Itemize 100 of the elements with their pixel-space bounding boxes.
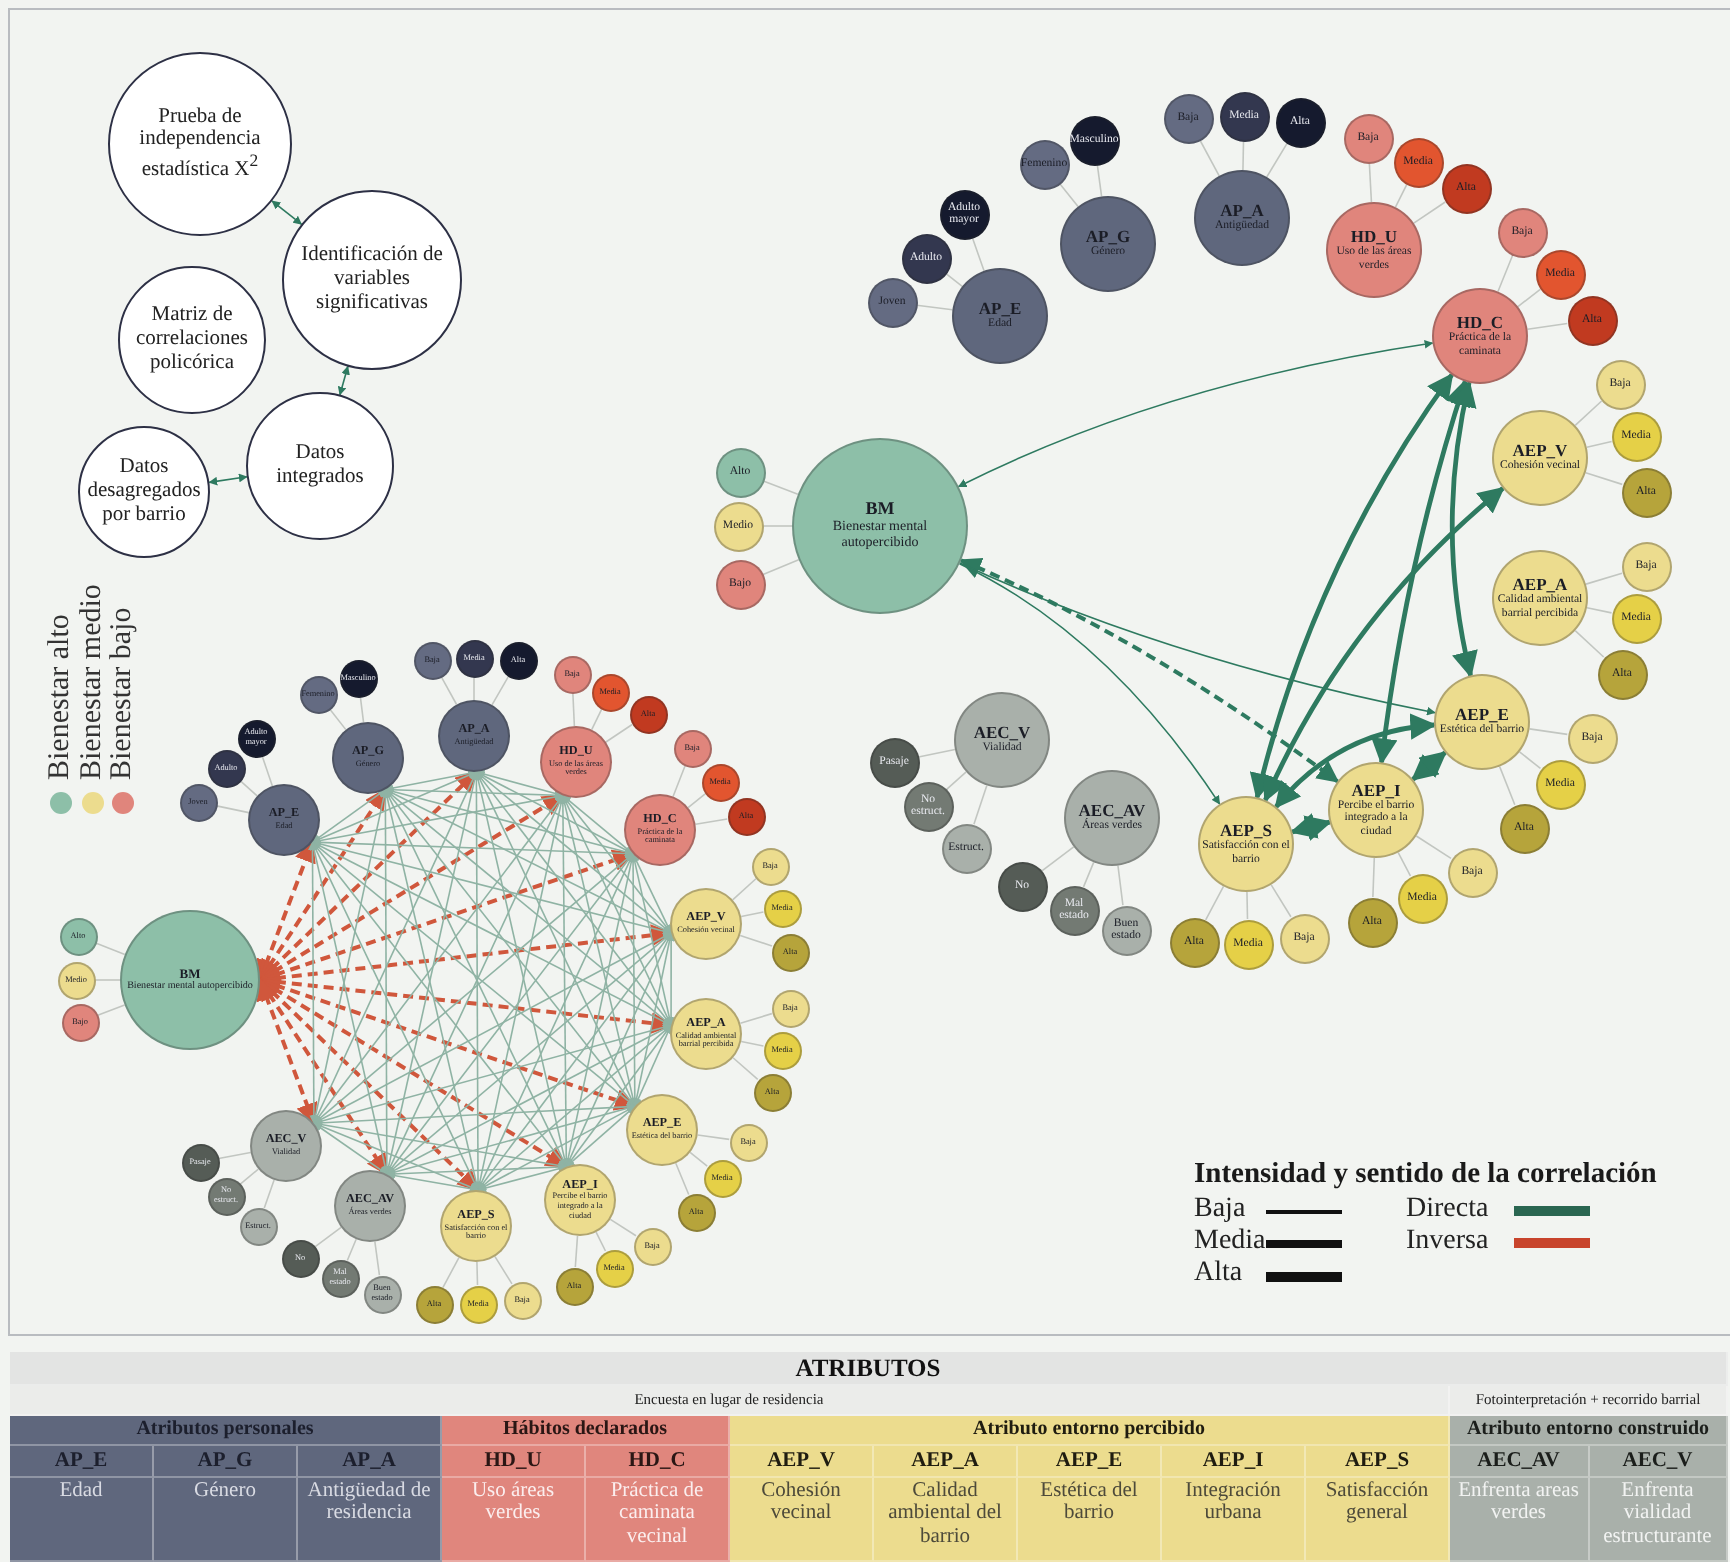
category-circle [1621, 467, 1671, 517]
node-label: Identificación de variables significativas [299, 244, 445, 316]
table-header: AEP_V [730, 1446, 874, 1478]
table-cell: Enfrenta vialidad estructurante [1589, 1478, 1728, 1562]
connector-line [1528, 728, 1569, 736]
table-header: Atributo entorno percibido [730, 1416, 1450, 1446]
category-circle [869, 737, 919, 787]
variable-circle [1198, 796, 1294, 892]
arrow [959, 562, 1436, 716]
connector-line [762, 525, 793, 527]
arrow [1263, 486, 1505, 803]
table-header: AEP_E [1018, 1446, 1162, 1478]
connector-line [1498, 765, 1516, 806]
node-label: Matriz de correlaciones policórica [134, 304, 250, 376]
connector-line [1082, 861, 1095, 888]
category-circle [237, 719, 275, 757]
category-circle [763, 889, 801, 927]
table-header: AP_A [298, 1446, 442, 1478]
variable-circle [540, 726, 612, 798]
connector-line [945, 771, 967, 791]
category-circle [1567, 295, 1617, 345]
category-circle [903, 781, 953, 831]
dashed-arrow [959, 558, 1340, 783]
variable-circle [1194, 170, 1290, 266]
variable-code: HD_U [1350, 227, 1398, 246]
connector-line [1242, 140, 1245, 171]
category-circle [677, 1193, 715, 1231]
connector-line [96, 1004, 126, 1016]
category-circle [1393, 137, 1443, 187]
connector-line [1199, 139, 1220, 177]
connector-line [263, 1179, 275, 1209]
arrow [1410, 750, 1448, 782]
variable-circle [670, 888, 742, 960]
node-label: Datos integrados [274, 442, 366, 490]
category-circle [1049, 885, 1099, 935]
arrow [313, 1122, 388, 1175]
variable-circle [1328, 762, 1424, 858]
category-circle [729, 1123, 767, 1161]
category-circle [763, 1031, 801, 1069]
connector-line [374, 1240, 381, 1276]
connector-line [1397, 851, 1412, 877]
connector-line [1574, 629, 1605, 658]
connector-line [1058, 182, 1079, 208]
table-header: AEP_A [874, 1446, 1018, 1478]
connector-line [572, 692, 576, 727]
table-title: ATRIBUTOS [10, 1352, 1728, 1386]
variable-code: AEC_V [973, 724, 1031, 743]
category-circle [1447, 847, 1497, 897]
connector-line [971, 236, 985, 272]
connector-line [1041, 846, 1075, 872]
arrow [1289, 813, 1333, 841]
variable-circle [334, 1170, 406, 1242]
connector-line [314, 1226, 342, 1248]
category-circle [673, 729, 711, 767]
connector-line [94, 979, 121, 981]
arrow [313, 1122, 479, 1192]
category-circle [1597, 649, 1647, 699]
legend-label: Bienestar bajo [106, 607, 138, 780]
table-cell: Cohesión vecinal [730, 1478, 874, 1562]
connector-line [1586, 440, 1613, 449]
connector-line [731, 877, 757, 901]
category-circle [1535, 759, 1585, 809]
table-cell: Edad [10, 1478, 154, 1562]
connector-line [1270, 884, 1292, 918]
category-circle [459, 1285, 497, 1323]
category-circle [555, 1267, 593, 1305]
connector-line [740, 911, 765, 918]
category-circle [281, 1239, 319, 1277]
connector-line [595, 1231, 607, 1252]
category-circle [1499, 803, 1549, 853]
connector-line [346, 1238, 357, 1262]
variable-circle [248, 784, 320, 856]
category-circle [239, 1207, 277, 1245]
category-circle [771, 989, 809, 1027]
arrow [958, 562, 1221, 805]
connector-line [1413, 201, 1447, 224]
variable-circle [952, 268, 1048, 364]
connector-line [328, 708, 347, 731]
category-circle [715, 447, 765, 497]
connector-line [762, 480, 799, 496]
category-circle [1019, 139, 1069, 189]
category-circle [591, 673, 629, 711]
connector-line [217, 1151, 252, 1160]
category-circle [1347, 897, 1397, 947]
category-circle [553, 655, 591, 693]
category-circle [57, 961, 95, 999]
table-header: Atributo entorno construido [1450, 1416, 1728, 1446]
legend-label: Baja [1194, 1194, 1246, 1226]
connector-line [1266, 142, 1288, 178]
category-circle [1621, 541, 1671, 591]
connector-line [1526, 322, 1569, 330]
connector-line [1372, 857, 1376, 898]
arrow [957, 340, 1434, 488]
connector-line [917, 748, 956, 758]
category-circle [363, 1275, 401, 1313]
connector-line [605, 723, 633, 743]
category-circle [867, 277, 917, 327]
connector-line [94, 942, 126, 956]
variable-code: AP_E [978, 300, 1022, 319]
connector-line [1368, 162, 1373, 203]
